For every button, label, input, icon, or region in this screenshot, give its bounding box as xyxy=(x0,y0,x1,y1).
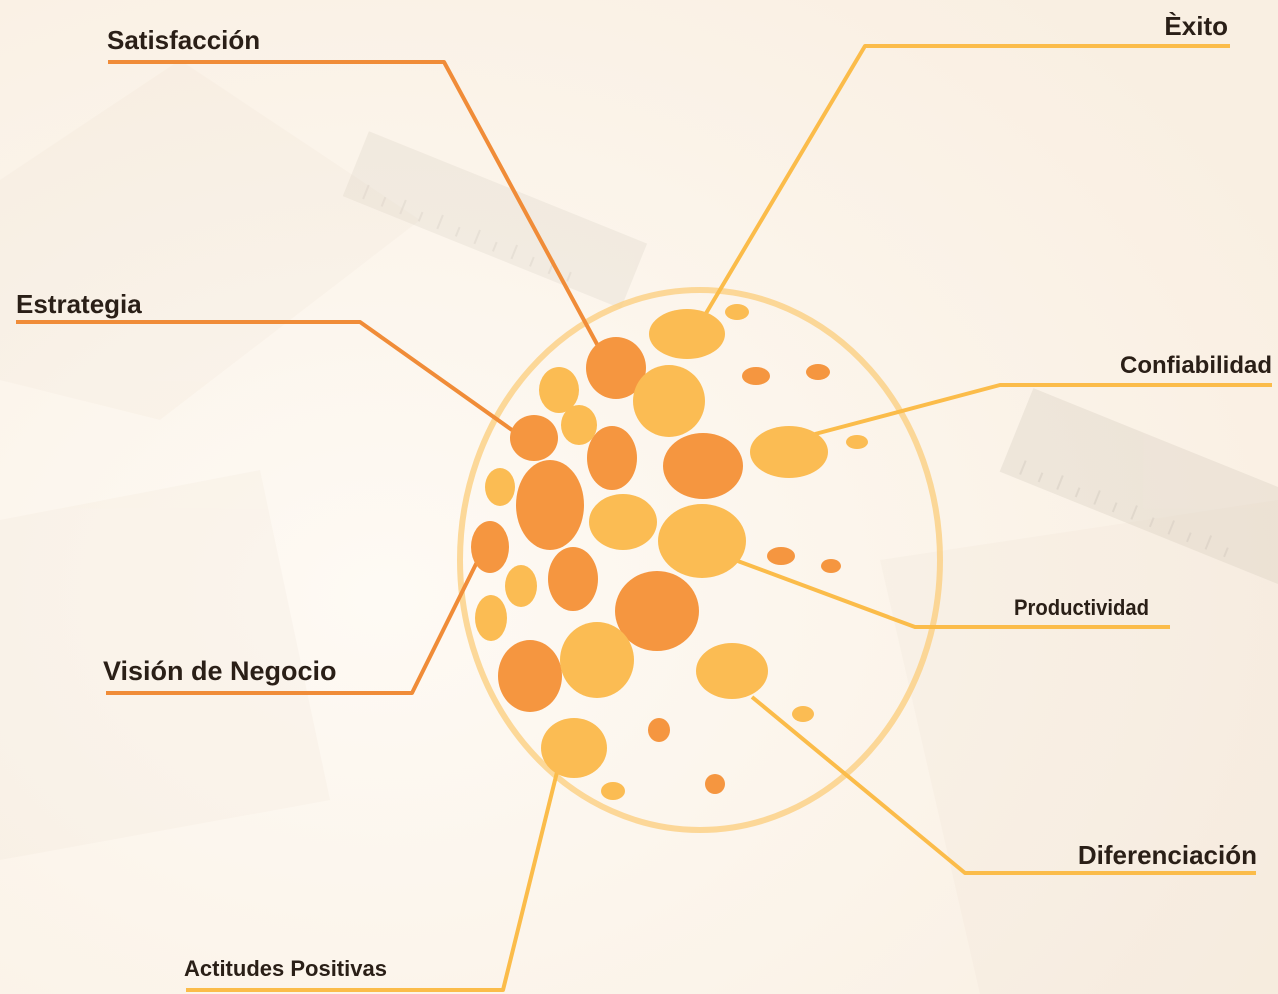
label-exito: Èxito xyxy=(1164,11,1228,41)
dot-light xyxy=(725,304,749,320)
dot-dark xyxy=(471,521,509,573)
dot-light xyxy=(561,405,597,445)
dot-light xyxy=(589,494,657,550)
dot-light xyxy=(601,782,625,800)
label-estrategia: Estrategia xyxy=(16,289,142,319)
background-paper-shapes xyxy=(0,60,1278,994)
dot-dark xyxy=(548,547,598,611)
dot-dark xyxy=(648,718,670,742)
dot-light xyxy=(846,435,868,449)
dot-light xyxy=(485,468,515,506)
connector-diferenciacion xyxy=(750,695,1256,875)
dot-dark xyxy=(498,640,562,712)
background-ruler-right xyxy=(999,388,1278,585)
dot-light xyxy=(649,309,725,359)
dot-light xyxy=(475,595,507,641)
dot-dark xyxy=(615,571,699,651)
dot-dark xyxy=(510,415,558,461)
connector-vision xyxy=(106,559,480,695)
connector-actitudes xyxy=(186,759,562,992)
connector-confiabilidad xyxy=(814,383,1272,436)
label-confiabilidad: Confiabilidad xyxy=(1120,352,1272,379)
connector-exito xyxy=(703,44,1230,317)
dot-light xyxy=(505,565,537,607)
dot-light xyxy=(539,367,579,413)
dot-dark xyxy=(742,367,770,385)
dot-light xyxy=(750,426,828,478)
dot-dark xyxy=(586,337,646,399)
label-diferenciacion: Diferenciación xyxy=(1077,840,1257,870)
dot-dark xyxy=(663,433,743,499)
label-satisfaccion: Satisfacción xyxy=(107,25,261,55)
label-productividad: Productividad xyxy=(1014,595,1149,620)
label-actitudes: Actitudes Positivas xyxy=(184,956,387,981)
dot-light xyxy=(696,643,768,699)
dot-dark xyxy=(806,364,830,380)
dot-light xyxy=(541,718,607,778)
dot-light xyxy=(560,622,634,698)
background-ruler-left xyxy=(342,131,648,309)
dot-dark xyxy=(587,426,637,490)
dot-light xyxy=(658,504,746,578)
connector-satisfaccion xyxy=(108,60,600,347)
dot-dark xyxy=(516,460,584,550)
dot-dark xyxy=(821,559,841,573)
dot-dark xyxy=(767,547,795,565)
dot-light xyxy=(633,365,705,437)
outer-ring xyxy=(457,287,943,833)
dot-dark xyxy=(705,774,725,794)
connector-productividad xyxy=(734,558,1170,629)
label-vision: Visión de Negocio xyxy=(103,656,337,686)
connector-estrategia xyxy=(16,320,514,432)
dot-light xyxy=(792,706,814,722)
